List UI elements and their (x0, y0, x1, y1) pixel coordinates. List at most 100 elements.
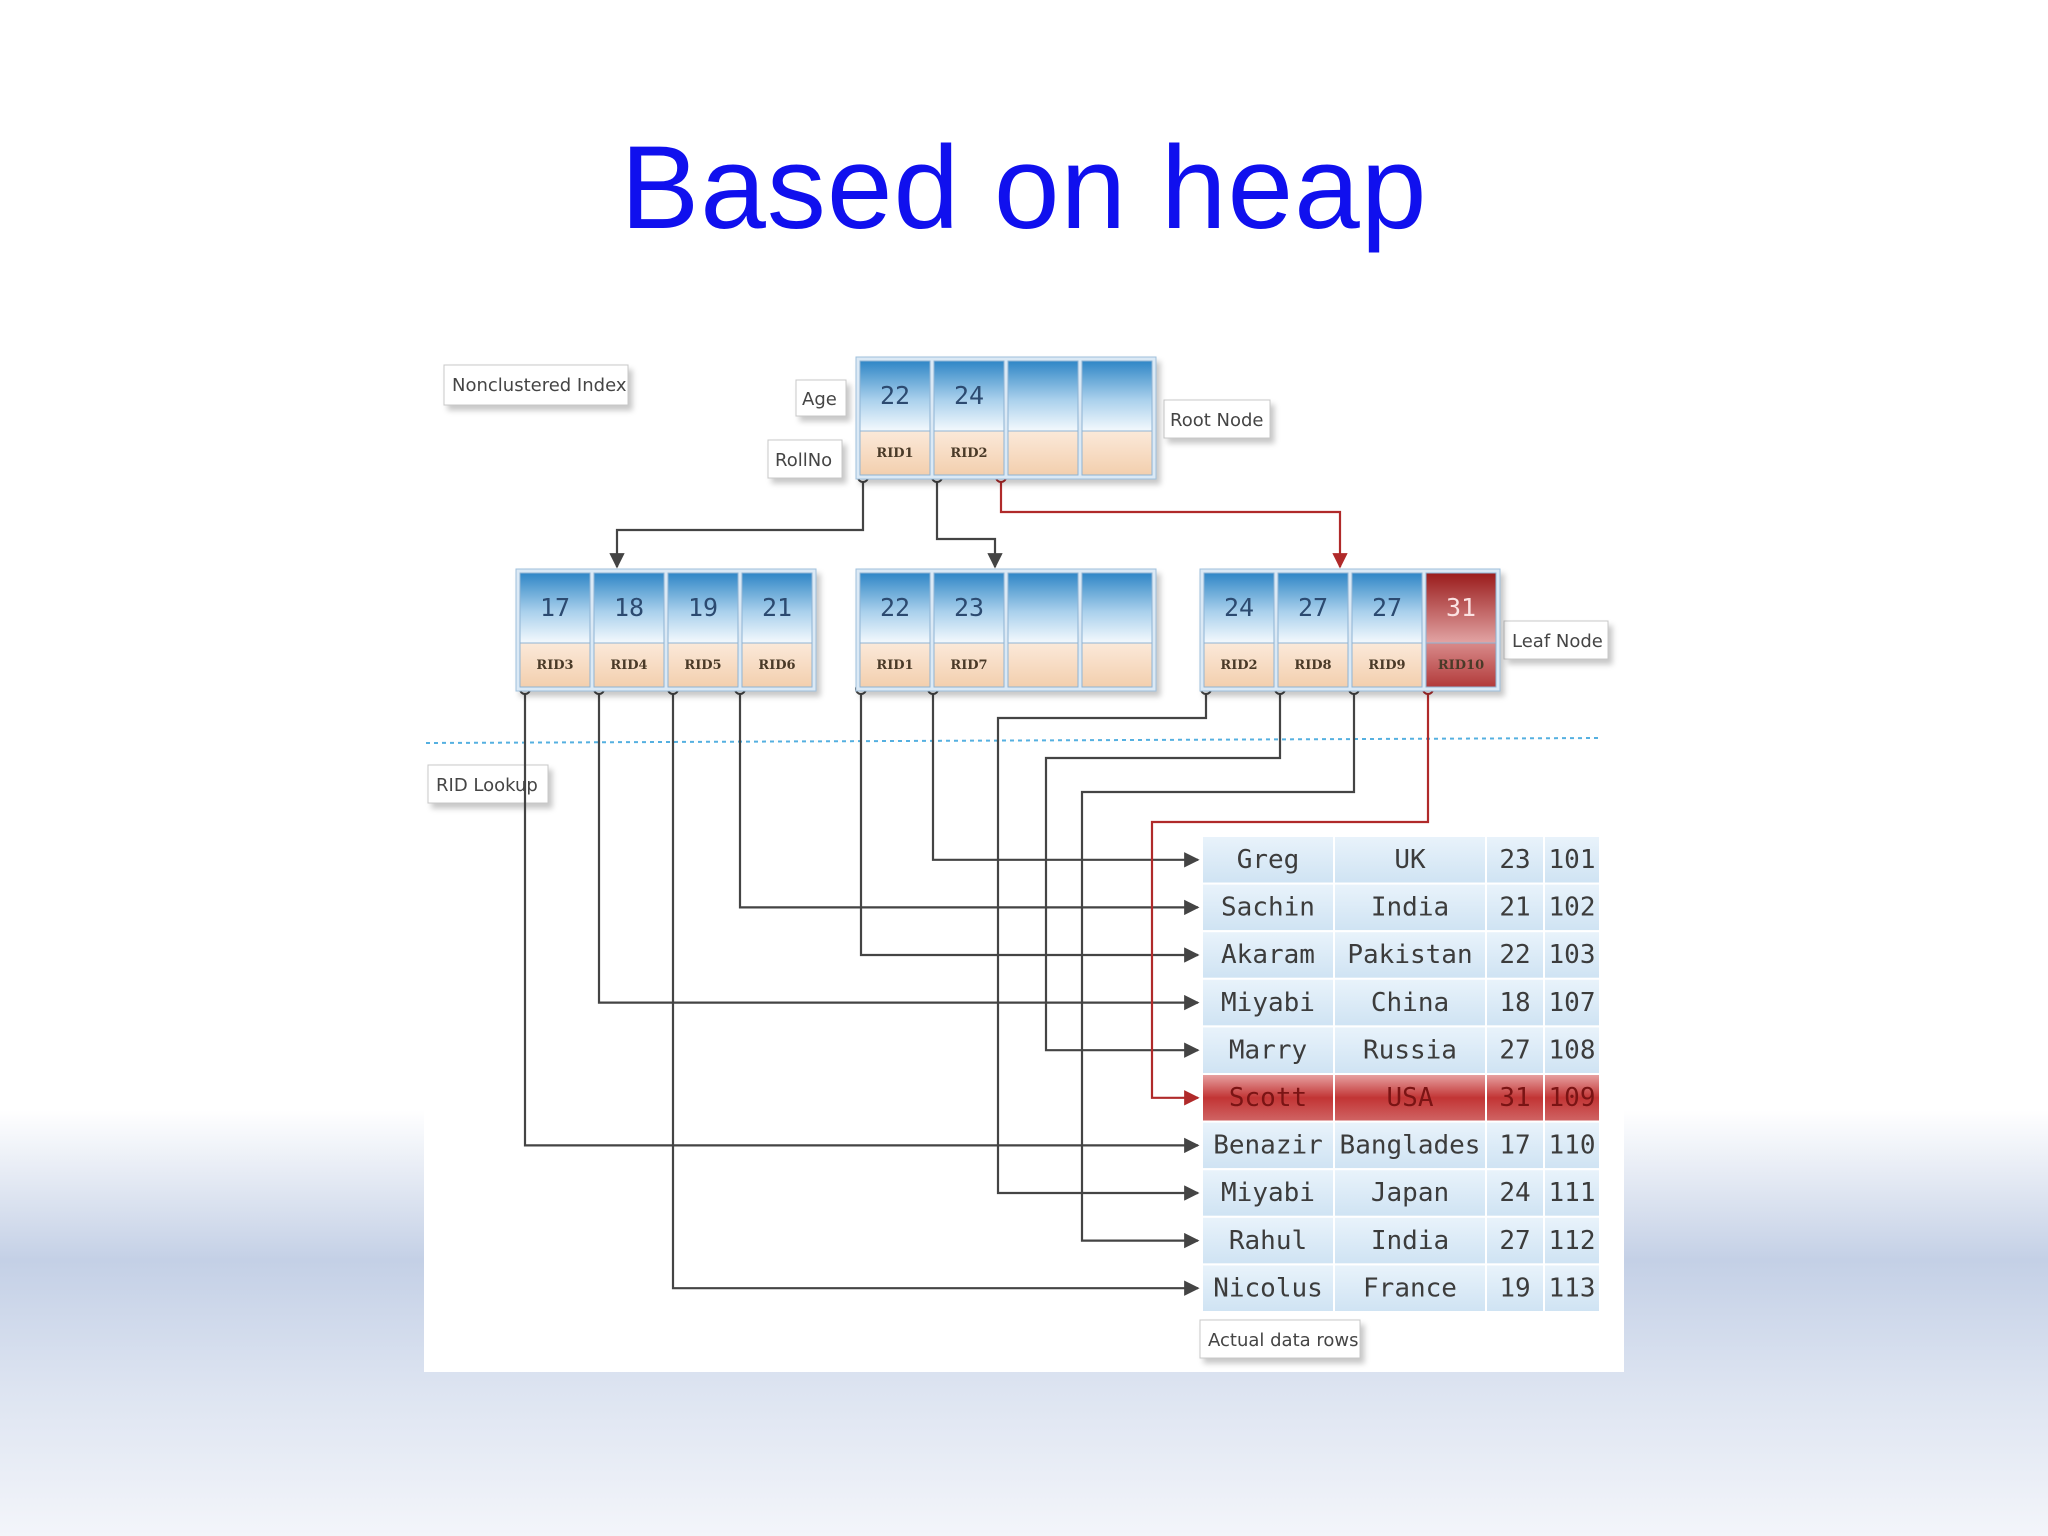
data-row-country: Russia (1363, 1035, 1457, 1065)
leaf-node-1-rid: RID5 (684, 658, 721, 673)
root-node-cell (1007, 360, 1079, 476)
leaf-node-1-key: 19 (688, 593, 718, 622)
callout-actual-data-rows-label: Actual data rows (1208, 1330, 1359, 1351)
data-row-country: India (1371, 893, 1449, 923)
rid-lookup-connector (523, 689, 1200, 1154)
data-row-name: Nicolus (1213, 1273, 1323, 1303)
root-node-key: 24 (954, 381, 984, 410)
callout-nonclustered-index-label: Nonclustered Index (452, 375, 627, 396)
data-row-rollno: 108 (1549, 1035, 1596, 1065)
data-row-name: Akaram (1221, 940, 1315, 970)
callout-nonclustered-index: Nonclustered Index (443, 364, 629, 406)
leaf-node-3-rid: RID8 (1294, 658, 1331, 673)
highlighted-rid-lookup-connector (1150, 689, 1430, 1106)
leaf-node-3-rid: RID2 (1220, 658, 1257, 673)
rid-lookup-connector (1044, 689, 1282, 1058)
data-row-country: India (1371, 1226, 1449, 1256)
root-node-key: 22 (880, 381, 910, 410)
data-row-country: USA (1387, 1083, 1434, 1113)
data-row-rollno: 102 (1549, 893, 1596, 923)
data-row-age: 27 (1499, 1226, 1530, 1256)
diagram-canvas: Nonclustered Index Age RollNo Root Node … (425, 356, 1609, 1359)
data-row-rollno: 103 (1549, 940, 1596, 970)
data-row-age: 22 (1499, 940, 1530, 970)
root-to-leaf-2-connector (935, 477, 1003, 569)
leaf-node-3-key: 27 (1372, 593, 1402, 622)
data-row-rollno: 112 (1549, 1226, 1596, 1256)
leaf-node-3-key: 31 (1446, 593, 1476, 622)
data-row-country: China (1371, 988, 1449, 1018)
rid-lookup-connector (1080, 689, 1356, 1249)
data-row-age: 23 (1499, 845, 1530, 875)
data-row-age: 27 (1499, 1035, 1530, 1065)
data-row-name: Scott (1229, 1083, 1307, 1113)
leaf-node-1-key: 17 (540, 593, 570, 622)
leaf-node-1-rid: RID6 (758, 658, 795, 673)
callout-root-node-label: Root Node (1170, 410, 1263, 431)
rid-lookup-connector (671, 689, 1200, 1296)
leaf-node-1-rid: RID3 (536, 658, 573, 673)
callout-rid-lookup: RID Lookup (427, 764, 549, 804)
rid-lookup-connector (931, 689, 1200, 868)
data-row-name: Greg (1237, 845, 1300, 875)
leaf-node-3-key: 27 (1298, 593, 1328, 622)
data-row-country: Banglades (1340, 1131, 1481, 1161)
root-to-leaf-3-connector (999, 477, 1348, 569)
root-node-rid: RID1 (876, 446, 913, 461)
leaf-node-3-rid: RID10 (1438, 658, 1484, 673)
rid-lookup-connector (996, 689, 1208, 1201)
root-node-rid: RID2 (950, 446, 987, 461)
leaf-node-2-key: 23 (954, 593, 984, 622)
leaf-node-2-cell (1007, 572, 1079, 688)
data-row-name: Rahul (1229, 1226, 1307, 1256)
data-row-rollno: 113 (1549, 1273, 1596, 1303)
callout-actual-data-rows: Actual data rows (1199, 1319, 1361, 1359)
leaf-node-2-key: 22 (880, 593, 910, 622)
leaf-node-2-rid: RID7 (950, 658, 987, 673)
data-row: Greg UK 23 101 (1201, 835, 1601, 885)
leaf-node-3-key: 24 (1224, 593, 1254, 622)
data-row-name: Miyabi (1221, 1178, 1315, 1208)
data-row-name: Miyabi (1221, 988, 1315, 1018)
data-row-age: 17 (1499, 1131, 1530, 1161)
callout-leaf-node: Leaf Node (1503, 620, 1609, 660)
data-row-country: UK (1394, 845, 1426, 875)
data-row-age: 18 (1499, 988, 1530, 1018)
root-node-cell (1081, 360, 1153, 476)
callout-rollno: RollNo (767, 439, 843, 479)
data-row-age: 19 (1499, 1273, 1530, 1303)
data-row-rollno: 107 (1549, 988, 1596, 1018)
data-row-age: 21 (1499, 893, 1530, 923)
data-row-rollno: 101 (1549, 845, 1596, 875)
data-row-country: Japan (1371, 1178, 1449, 1208)
data-row: Miyabi China 18 107 (1201, 977, 1601, 1028)
rid-lookup-divider (425, 737, 1601, 744)
data-row-age: 24 (1499, 1178, 1530, 1208)
leaf-node-1-key: 21 (762, 593, 792, 622)
data-row-rollno: 109 (1549, 1083, 1596, 1113)
data-row-name: Sachin (1221, 893, 1315, 923)
callout-root-node: Root Node (1163, 399, 1271, 439)
index-diagram: Nonclustered Index Age RollNo Root Node … (424, 340, 1624, 1372)
